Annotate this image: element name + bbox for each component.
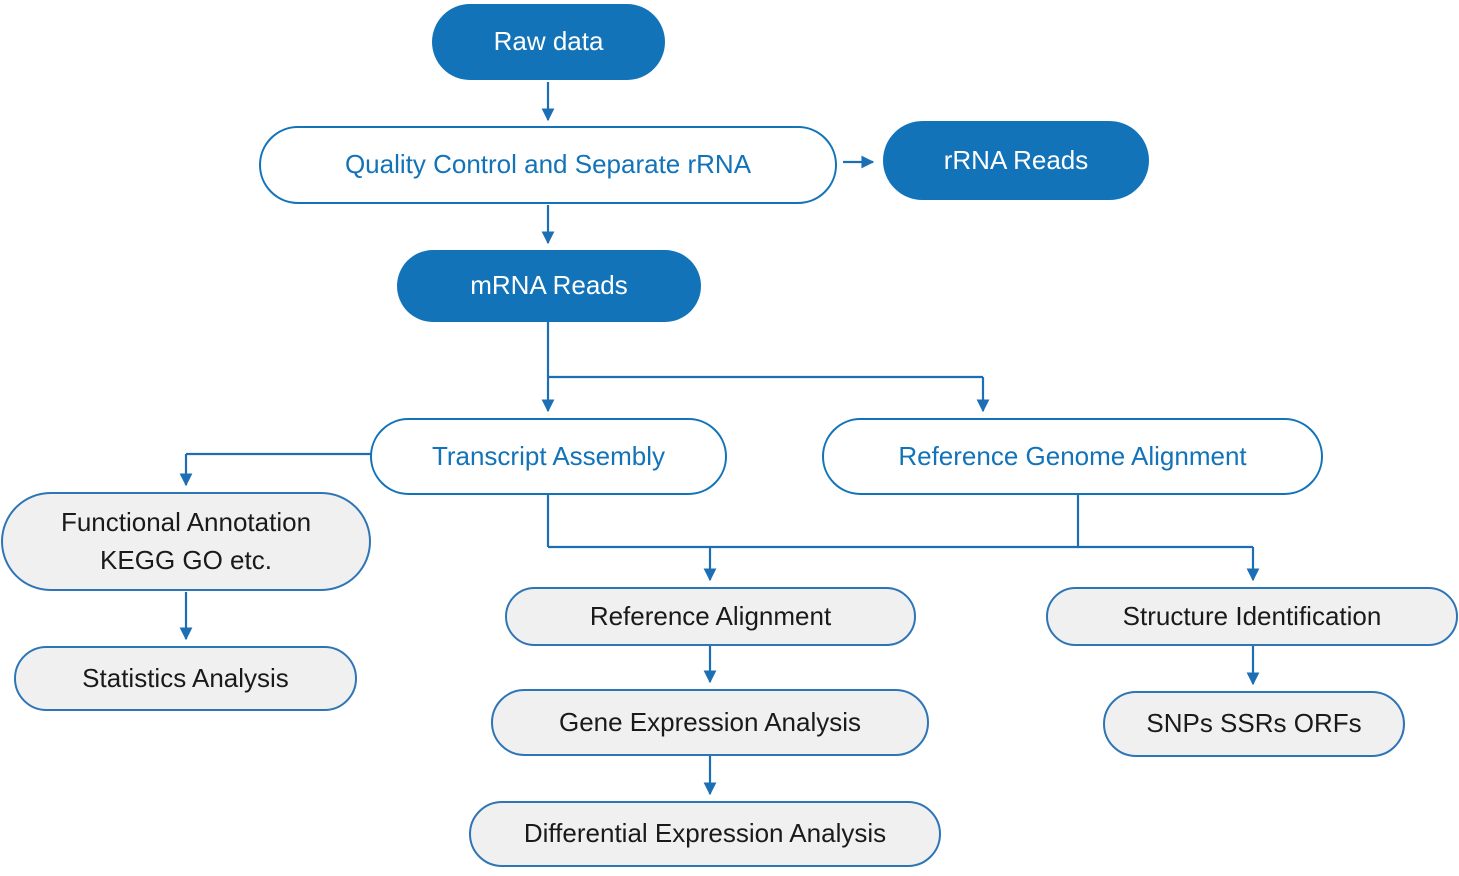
functional-annotation-line2: KEGG GO etc. bbox=[100, 544, 272, 575]
node-rrna-reads: rRNA Reads bbox=[883, 121, 1149, 200]
node-mrna-reads: mRNA Reads bbox=[397, 250, 701, 322]
node-reference-genome-alignment: Reference Genome Alignment bbox=[822, 418, 1323, 495]
node-transcript-assembly: Transcript Assembly bbox=[370, 418, 727, 495]
node-snps-ssrs-orfs: SNPs SSRs ORFs bbox=[1103, 691, 1405, 757]
node-reference-alignment: Reference Alignment bbox=[505, 587, 916, 646]
node-gene-expression-analysis: Gene Expression Analysis bbox=[491, 689, 929, 756]
functional-annotation-line1: Functional Annotation bbox=[60, 506, 312, 537]
node-statistics-analysis: Statistics Analysis bbox=[14, 646, 357, 711]
node-raw-data: Raw data bbox=[432, 4, 665, 80]
node-differential-expression-analysis: Differential Expression Analysis bbox=[469, 801, 941, 867]
node-structure-identification: Structure Identification bbox=[1046, 587, 1458, 646]
node-quality-control: Quality Control and Separate rRNA bbox=[259, 126, 837, 204]
node-functional-annotation: Functional Annotation KEGG GO etc. bbox=[1, 492, 371, 591]
